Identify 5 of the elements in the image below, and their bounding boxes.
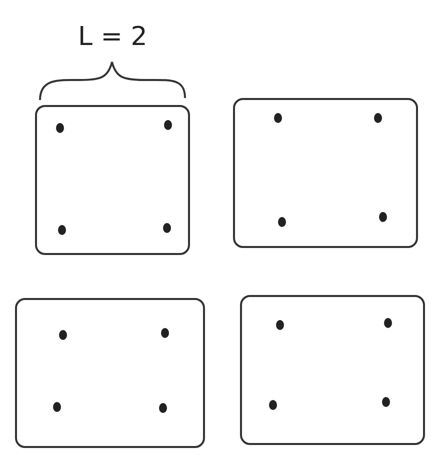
dimension-label: L = 2 [78,22,148,52]
square-frame [35,105,190,255]
square-frame [240,295,425,445]
square-frame [233,98,418,248]
square-frame [15,298,205,448]
